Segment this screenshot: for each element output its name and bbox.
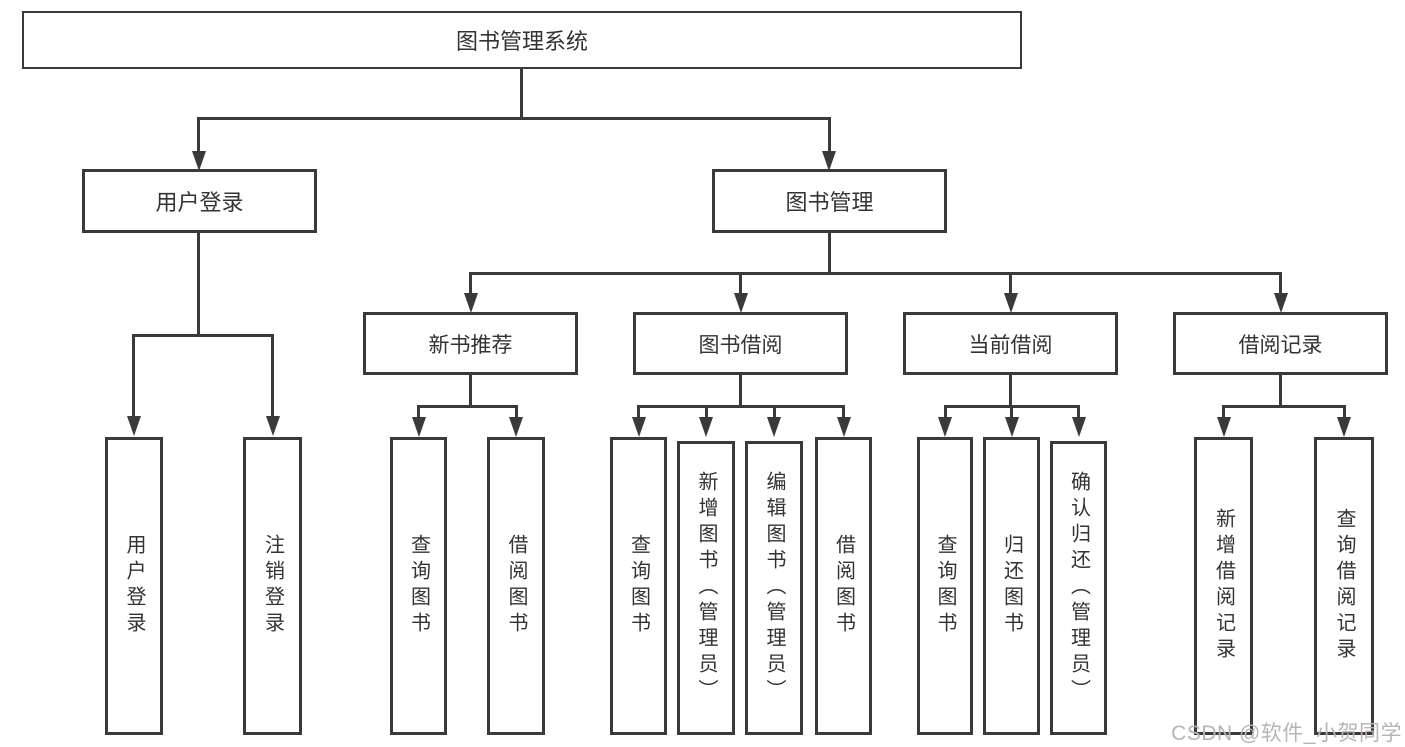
leaf-label: 查询图书 [407,534,430,638]
leaf-query-borrow-record: 查询借阅记录 [1314,437,1374,735]
leaf-logout: 注销登录 [243,437,302,735]
node-borrowing-records: 借阅记录 [1173,312,1388,375]
leaf-query-books-recommend: 查询图书 [390,437,447,735]
connector-line [944,405,947,419]
arrow-down-icon [837,417,851,437]
leaf-label: 查询图书 [934,534,956,638]
node-root-library-system: 图书管理系统 [22,11,1022,69]
leaf-label: 查询借阅记录 [1333,508,1355,664]
connector-line [1077,405,1080,419]
connector-line [515,405,518,419]
leaf-query-books-current: 查询图书 [917,437,973,735]
arrow-down-icon [938,417,952,437]
arrow-down-icon [822,151,836,171]
leaf-label: 确认归还（管理员） [1067,471,1090,705]
connector-line [469,272,472,296]
node-new-book-recommendation: 新书推荐 [363,312,578,375]
leaf-label: 归还图书 [1000,534,1023,638]
arrow-down-icon [767,417,781,437]
csdn-watermark: CSDN @软件_小贺同学 [1171,722,1402,745]
node-book-management: 图书管理 [712,169,947,233]
connector-line [705,405,708,419]
arrow-down-icon [734,293,748,313]
connector-line [469,375,472,408]
connector-line [1009,375,1012,408]
connector-line [1009,272,1012,296]
arrow-down-icon [1005,417,1019,437]
connector-line [1222,405,1346,408]
leaf-label: 注销登录 [261,534,284,638]
leaf-label: 新增图书（管理员） [695,471,717,705]
leaf-confirm-return-admin: 确认归还（管理员） [1050,441,1107,735]
connector-line [739,272,742,296]
connector-line [1343,405,1346,419]
arrow-down-icon [699,417,713,437]
arrow-down-icon [1217,417,1231,437]
connector-line [637,405,845,408]
connector-line [1010,405,1013,419]
node-book-borrowing: 图书借阅 [633,312,848,375]
connector-line [197,233,200,337]
arrow-down-icon [1337,417,1351,437]
connector-line [828,117,831,154]
leaf-add-book-admin: 新增图书（管理员） [677,441,735,735]
arrow-down-icon [1072,417,1086,437]
connector-line [1279,272,1282,296]
connector-line [739,375,742,408]
arrow-down-icon [412,417,426,437]
leaf-query-books-borrowing: 查询图书 [610,437,667,735]
arrow-down-icon [266,416,280,436]
connector-line [842,405,845,419]
leaf-borrow-books-borrowing: 借阅图书 [815,437,872,735]
connector-line [197,117,831,120]
node-current-borrowing: 当前借阅 [903,312,1118,375]
node-user-login: 用户登录 [82,169,317,233]
leaf-label: 编辑图书（管理员） [763,471,785,705]
connector-line [469,272,1282,275]
connector-line [1279,375,1282,408]
leaf-borrow-books-recommend: 借阅图书 [487,437,545,735]
connector-line [197,117,200,154]
leaf-label: 借阅图书 [832,534,855,638]
arrow-down-icon [1004,293,1018,313]
leaf-label: 用户登录 [123,534,145,638]
connector-line [520,69,523,120]
leaf-edit-book-admin: 编辑图书（管理员） [745,441,803,735]
leaf-return-book: 归还图书 [983,437,1040,735]
arrow-down-icon [509,417,523,437]
leaf-add-borrow-record: 新增借阅记录 [1194,437,1253,735]
leaf-label: 借阅图书 [505,534,527,638]
connector-line [132,334,135,418]
arrow-down-icon [1274,293,1288,313]
arrow-down-icon [464,293,478,313]
connector-line [417,405,518,408]
connector-line [1222,405,1225,419]
connector-line [773,405,776,419]
connector-line [417,405,420,419]
arrow-down-icon [632,417,646,437]
arrow-down-icon [192,151,206,171]
leaf-label: 新增借阅记录 [1212,508,1235,664]
connector-line [133,334,274,337]
connector-line [828,233,831,275]
leaf-label: 查询图书 [627,534,650,638]
connector-line [271,334,274,418]
leaf-user-login: 用户登录 [105,437,163,735]
connector-line [637,405,640,419]
arrow-down-icon [127,416,141,436]
